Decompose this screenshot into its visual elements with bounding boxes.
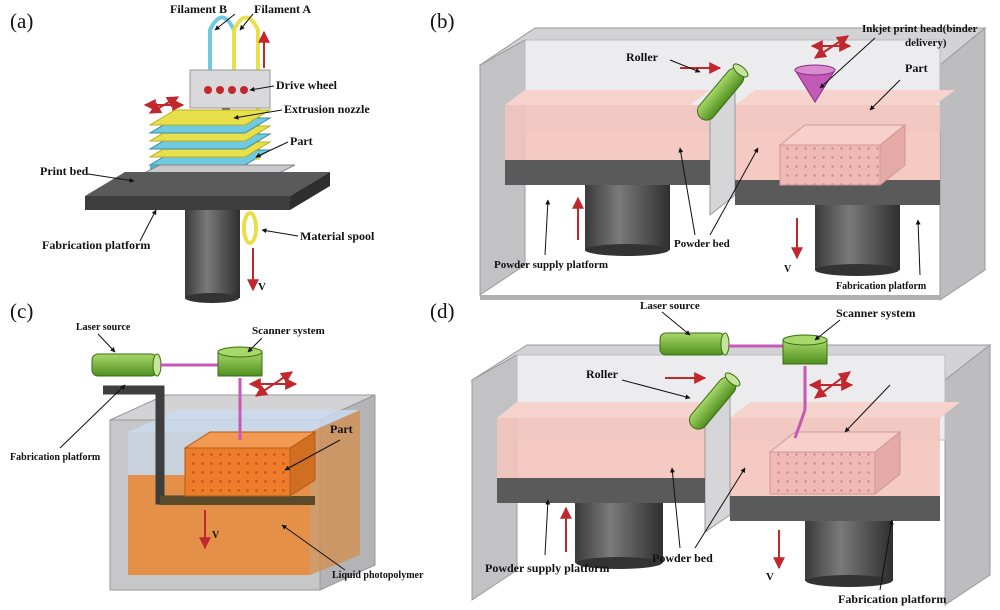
- material-spool-icon: [242, 211, 258, 245]
- label-part-a: Part: [290, 134, 313, 148]
- d-roller: [689, 372, 741, 430]
- b-powder-left: [505, 105, 710, 160]
- b-supply-platform: [505, 160, 710, 185]
- label-roller-d: Roller: [586, 367, 619, 381]
- label-extrusion-nozzle: Extrusion nozzle: [284, 102, 370, 116]
- fab-platform-front: [85, 196, 290, 210]
- label-powder-bed-b: Powder bed: [674, 238, 730, 250]
- panel-b: (b): [430, 9, 987, 301]
- label-drive-wheel: Drive wheel: [276, 78, 338, 92]
- drive-wheel-1: [204, 86, 212, 94]
- b-box-right: [939, 26, 986, 301]
- fdm-part: [148, 109, 272, 172]
- label-laser-source-d: Laser source: [640, 300, 700, 312]
- panel-a-tag: (a): [10, 9, 33, 33]
- b-part: [779, 144, 881, 186]
- d-supply-platform: [497, 478, 705, 503]
- label-powder-supply-d: Powder supply platform: [485, 561, 609, 575]
- label-v-a: V: [258, 281, 266, 293]
- panel-c-tag: (c): [10, 299, 33, 323]
- label-filament-a: Filament A: [254, 2, 311, 16]
- drive-wheel-4: [240, 86, 248, 94]
- label-v-d: V: [766, 571, 774, 583]
- label-print-bed: Print bed: [40, 164, 89, 178]
- label-fab-platform-b: Fabrication platform: [836, 281, 927, 292]
- label-scanner-system-d: Scanner system: [836, 306, 915, 320]
- d-scanner-system: [782, 334, 828, 365]
- drive-wheel-2: [216, 86, 224, 94]
- d-laser-source: [659, 332, 730, 356]
- panel-d-tag: (d): [430, 299, 455, 323]
- panel-a: (a): [10, 2, 375, 303]
- label-fabrication-platform-a: Fabrication platform: [42, 238, 150, 252]
- platform-column: [185, 210, 240, 298]
- label-laser-source-c: Laser source: [76, 322, 131, 333]
- c-part: [184, 447, 291, 497]
- label-powder-bed-d: Powder bed: [652, 551, 713, 565]
- c-scanner-system: [217, 346, 263, 377]
- label-material-spool: Material spool: [300, 229, 375, 243]
- c-laser-source: [91, 353, 162, 377]
- label-powder-supply-b: Powder supply platform: [494, 259, 608, 271]
- label-roller-b: Roller: [626, 50, 659, 64]
- d-part: [769, 451, 876, 495]
- label-part-b: Part: [905, 61, 928, 75]
- filament-a-line: [232, 15, 260, 160]
- label-fab-platform-d: Fabrication platform: [838, 592, 946, 606]
- panel-c: (c): [10, 299, 424, 591]
- d-fab-platform: [730, 496, 940, 521]
- label-v-b: V: [784, 264, 792, 275]
- label-part-c: Part: [330, 422, 353, 436]
- fab-platform-side: [290, 172, 330, 210]
- panel-d: (d): [430, 299, 992, 606]
- label-fab-platform-c: Fabrication platform: [10, 452, 101, 463]
- drive-wheel-3: [228, 86, 236, 94]
- label-filament-b: Filament B: [170, 2, 227, 16]
- b-roller: [697, 63, 749, 121]
- label-v-c: V: [212, 530, 220, 541]
- fab-platform-top: [85, 172, 330, 196]
- label-liquid-photopolymer: Liquid photopolymer: [332, 570, 424, 581]
- d-powder-left: [497, 418, 705, 478]
- panel-b-tag: (b): [430, 9, 455, 33]
- d-box-right: [944, 343, 991, 606]
- label-inkjet-line1: Inkjet print head(binder: [862, 23, 978, 35]
- d-laser-beam-v: [793, 409, 807, 439]
- label-inkjet-line2: delivery): [905, 37, 947, 49]
- label-scanner-system-c: Scanner system: [252, 325, 325, 337]
